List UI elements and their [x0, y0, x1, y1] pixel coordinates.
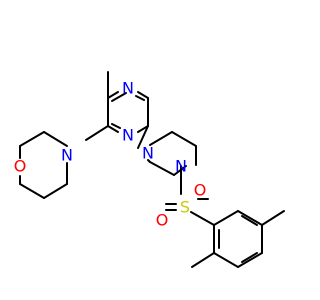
bond	[137, 91, 149, 99]
bond	[19, 131, 45, 147]
double-bond-inner	[241, 215, 258, 226]
double-bond-inner	[111, 123, 121, 129]
atom-label-nitrogen: N	[122, 79, 134, 98]
atom-label-oxygen: O	[14, 157, 27, 176]
morpholine-ring	[19, 131, 68, 199]
methyl-bond	[261, 210, 285, 226]
atom-label-oxygen: O	[194, 181, 207, 200]
bond	[19, 183, 45, 199]
double-bond-inner	[135, 95, 145, 101]
pyrimidine-ring	[107, 91, 149, 133]
bond	[190, 211, 215, 226]
bond	[147, 159, 151, 163]
bond	[237, 210, 263, 226]
aryl-ring	[213, 210, 263, 268]
bond	[137, 125, 149, 133]
double-bond-inner	[241, 252, 258, 263]
atom-label-sulfur: S	[180, 198, 190, 217]
bond	[107, 125, 119, 133]
bond	[43, 183, 68, 199]
bond	[213, 252, 239, 268]
bond	[85, 125, 109, 141]
atom-label-nitrogen: N	[175, 157, 187, 176]
bond	[107, 91, 119, 99]
bond	[213, 210, 239, 226]
atom-label-nitrogen: N	[61, 146, 73, 165]
methyl-bond	[191, 252, 215, 268]
bond	[149, 161, 175, 176]
bond	[137, 125, 149, 149]
bond	[43, 131, 68, 147]
atom-label-nitrogen: N	[122, 126, 134, 145]
bond	[149, 131, 173, 146]
molecular-structure: N N N O N N S O O	[14, 71, 285, 268]
bond	[171, 131, 197, 147]
bond	[237, 252, 263, 268]
piperazine-ring	[147, 131, 197, 176]
atom-label-nitrogen: N	[142, 144, 154, 163]
atom-label-oxygen: O	[156, 211, 169, 230]
double-bond-inner	[111, 92, 127, 102]
